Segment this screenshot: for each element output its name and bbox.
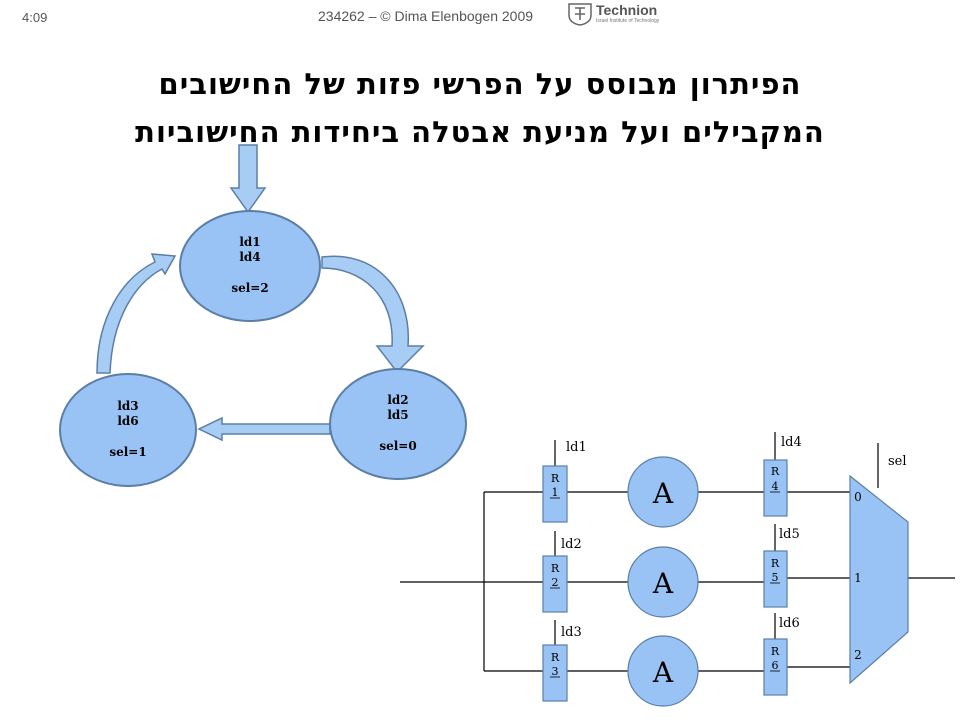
r1-index: 1 xyxy=(552,486,559,499)
mux-input-0-label: 0 xyxy=(854,490,862,504)
entry-arrow xyxy=(229,144,267,214)
r6-letter: R xyxy=(771,645,780,658)
copyright-text: 234262 – © Dima Elenbogen 2009 xyxy=(318,8,534,24)
transition-arrow-2-to-3 xyxy=(197,416,331,442)
multiplexer: 0 1 2 xyxy=(849,474,909,685)
unit-1-label: A xyxy=(652,477,674,510)
compute-unit-1: A xyxy=(627,456,699,528)
ld5-label: ld5 xyxy=(779,527,800,542)
state-2-line-3: sel=0 xyxy=(379,439,416,453)
ld1-label: ld1 xyxy=(566,440,587,455)
r2-letter: R xyxy=(551,562,560,575)
state-3-line-1: ld3 xyxy=(117,399,138,413)
register-r4: R 4 xyxy=(763,459,788,517)
technion-emblem-icon xyxy=(568,3,592,26)
register-r6: R 6 xyxy=(763,638,788,696)
r6-index: 6 xyxy=(772,659,779,672)
compute-unit-2: A xyxy=(627,546,699,618)
state-3-line-2: ld6 xyxy=(117,414,138,428)
state-2-line-1: ld2 xyxy=(387,393,408,407)
r1-letter: R xyxy=(551,472,560,485)
register-r2: R 2 xyxy=(542,555,568,613)
r5-index: 5 xyxy=(772,571,779,584)
ld2-label: ld2 xyxy=(561,537,582,552)
unit-3-label: A xyxy=(652,656,674,689)
transition-arrow-1-to-2 xyxy=(321,255,425,374)
r5-letter: R xyxy=(771,557,780,570)
state-diagram: ld1 ld4 sel=2 ld2 ld5 sel=0 ld3 ld6 sel=… xyxy=(59,144,467,487)
technion-logo: Technion Israel Institute of Technology xyxy=(566,2,676,26)
state-1-line-2: ld4 xyxy=(239,250,260,264)
logo-text: Technion xyxy=(596,2,658,18)
transition-arrow-3-to-1 xyxy=(96,253,177,374)
r2-index: 2 xyxy=(552,576,559,589)
register-r3: R 3 xyxy=(542,644,568,702)
state-node-1: ld1 ld4 sel=2 xyxy=(179,210,321,322)
state-2-line-2: ld5 xyxy=(387,408,408,422)
compute-unit-3: A xyxy=(627,635,699,707)
r4-index: 4 xyxy=(772,480,779,493)
ld4-label: ld4 xyxy=(781,435,802,450)
unit-2-label: A xyxy=(652,567,674,600)
register-r1: R 1 xyxy=(542,465,568,523)
sel-label: sel xyxy=(888,454,907,469)
ld6-label: ld6 xyxy=(779,616,800,631)
ld3-label: ld3 xyxy=(561,625,582,640)
register-r5: R 5 xyxy=(763,550,788,608)
state-node-2: ld2 ld5 sel=0 xyxy=(329,368,467,480)
state-3-line-3: sel=1 xyxy=(109,445,146,459)
slide-number: 4:09 xyxy=(22,10,48,25)
slide-title: הפיתרון מבוסס על הפרשי פזות של החישובים … xyxy=(40,60,920,156)
logo-subtext: Israel Institute of Technology xyxy=(596,18,660,24)
r3-index: 3 xyxy=(552,665,559,678)
state-1-line-3: sel=2 xyxy=(231,281,268,295)
title-line-2: המקבילים ועל מניעת אבטלה ביחידות החישובי… xyxy=(135,115,825,149)
mux-input-2-label: 2 xyxy=(854,648,862,662)
r4-letter: R xyxy=(771,465,780,478)
circuit-diagram xyxy=(400,432,955,672)
title-line-1: הפיתרון מבוסס על הפרשי פזות של החישובים xyxy=(158,67,802,101)
state-node-3: ld3 ld6 sel=1 xyxy=(59,373,197,487)
mux-input-1-label: 1 xyxy=(854,571,862,585)
state-1-line-1: ld1 xyxy=(239,235,260,249)
r3-letter: R xyxy=(551,651,560,664)
